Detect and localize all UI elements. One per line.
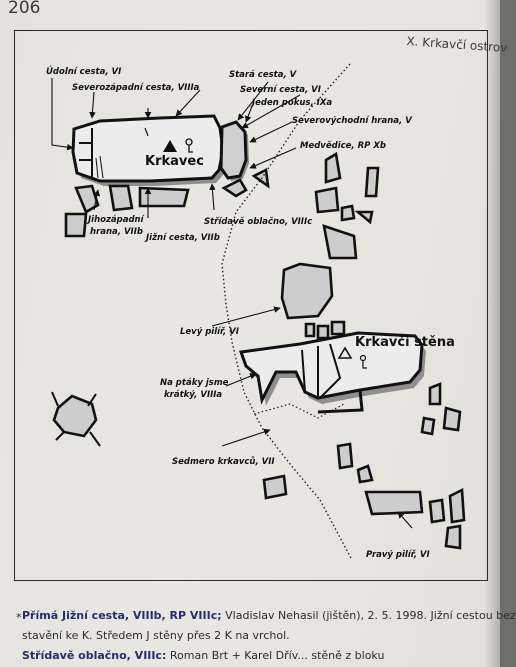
topo-map: Krkavec Krkavčí stěna	[46, 63, 466, 561]
route-label-sedmero: Sedmero krkavců, VII	[172, 456, 275, 467]
route-label-stridave: Střídavě oblačno, VIIIc	[204, 216, 312, 227]
note-line-3-title: Střídavě oblačno, VIIIc:	[22, 649, 167, 662]
rock-blocks	[52, 151, 466, 550]
note-line-3: Střídavě oblačno, VIIIc: Roman Brt + Kar…	[22, 648, 492, 664]
route-label-levy: Levý pilíř, VI	[180, 327, 239, 337]
summit-book-icon-2	[359, 354, 367, 369]
summit-book-icon	[185, 138, 193, 153]
route-label-jeden-pokus: Jeden pokus, IXa	[250, 98, 332, 108]
page-number: 206	[8, 0, 41, 18]
peak-label-krkavec: Krkavec	[145, 154, 204, 169]
summit-triangle-outline-icon	[337, 346, 353, 359]
route-label-severni: Severní cesta, VI	[240, 85, 321, 95]
footnote-star: *	[16, 611, 22, 624]
route-label-na-ptaky-2: krátký, VIIIa	[164, 390, 222, 400]
krkavec-rock	[71, 114, 249, 186]
route-label-na-ptaky-1: Na ptáky jsme	[160, 378, 229, 388]
summit-triangle-icon	[163, 140, 177, 152]
route-label-pravy: Pravý pilíř, VI	[366, 550, 430, 560]
route-label-severovychodni: Severovýchodní hrana, V	[292, 116, 413, 126]
route-label-stara: Stará cesta, V	[229, 70, 298, 80]
route-label-severozapadni: Severozápadní cesta, VIIIa	[72, 83, 200, 93]
note-line-1-title: Přímá Jižní cesta, VIIIb, RP VIIIc;	[22, 609, 222, 622]
route-label-jihozapadni-2: hrana, VIIb	[90, 227, 143, 237]
note-line-1: Přímá Jižní cesta, VIIIb, RP VIIIc; Vlad…	[22, 608, 516, 624]
note-line-1-text: Vladislav Nehasil (jištěn), 2. 5. 1998. …	[221, 609, 516, 622]
route-arrows	[51, 78, 413, 529]
route-label-medvedice: Medvědice, RP Xb	[300, 140, 386, 151]
note-line-2: stavění ke K. Středem J stěny přes 2 K n…	[22, 629, 290, 642]
access-trail	[221, 63, 353, 561]
route-label-jizni: Jižní cesta, VIIb	[144, 233, 220, 243]
page-gutter-shadow	[484, 0, 500, 667]
map-frame	[14, 30, 488, 581]
note-line-3-text: Roman Brt + Karel Dřív... stěně z bloku	[166, 649, 385, 662]
peak-label-krkavci-stena: Krkavčí stěna	[355, 335, 455, 350]
krkavci-stena-rock	[238, 331, 426, 414]
route-label-udolni: Údolní cesta, VI	[46, 65, 121, 77]
route-label-jihozapadni-1: Jihozápadní	[86, 215, 145, 225]
